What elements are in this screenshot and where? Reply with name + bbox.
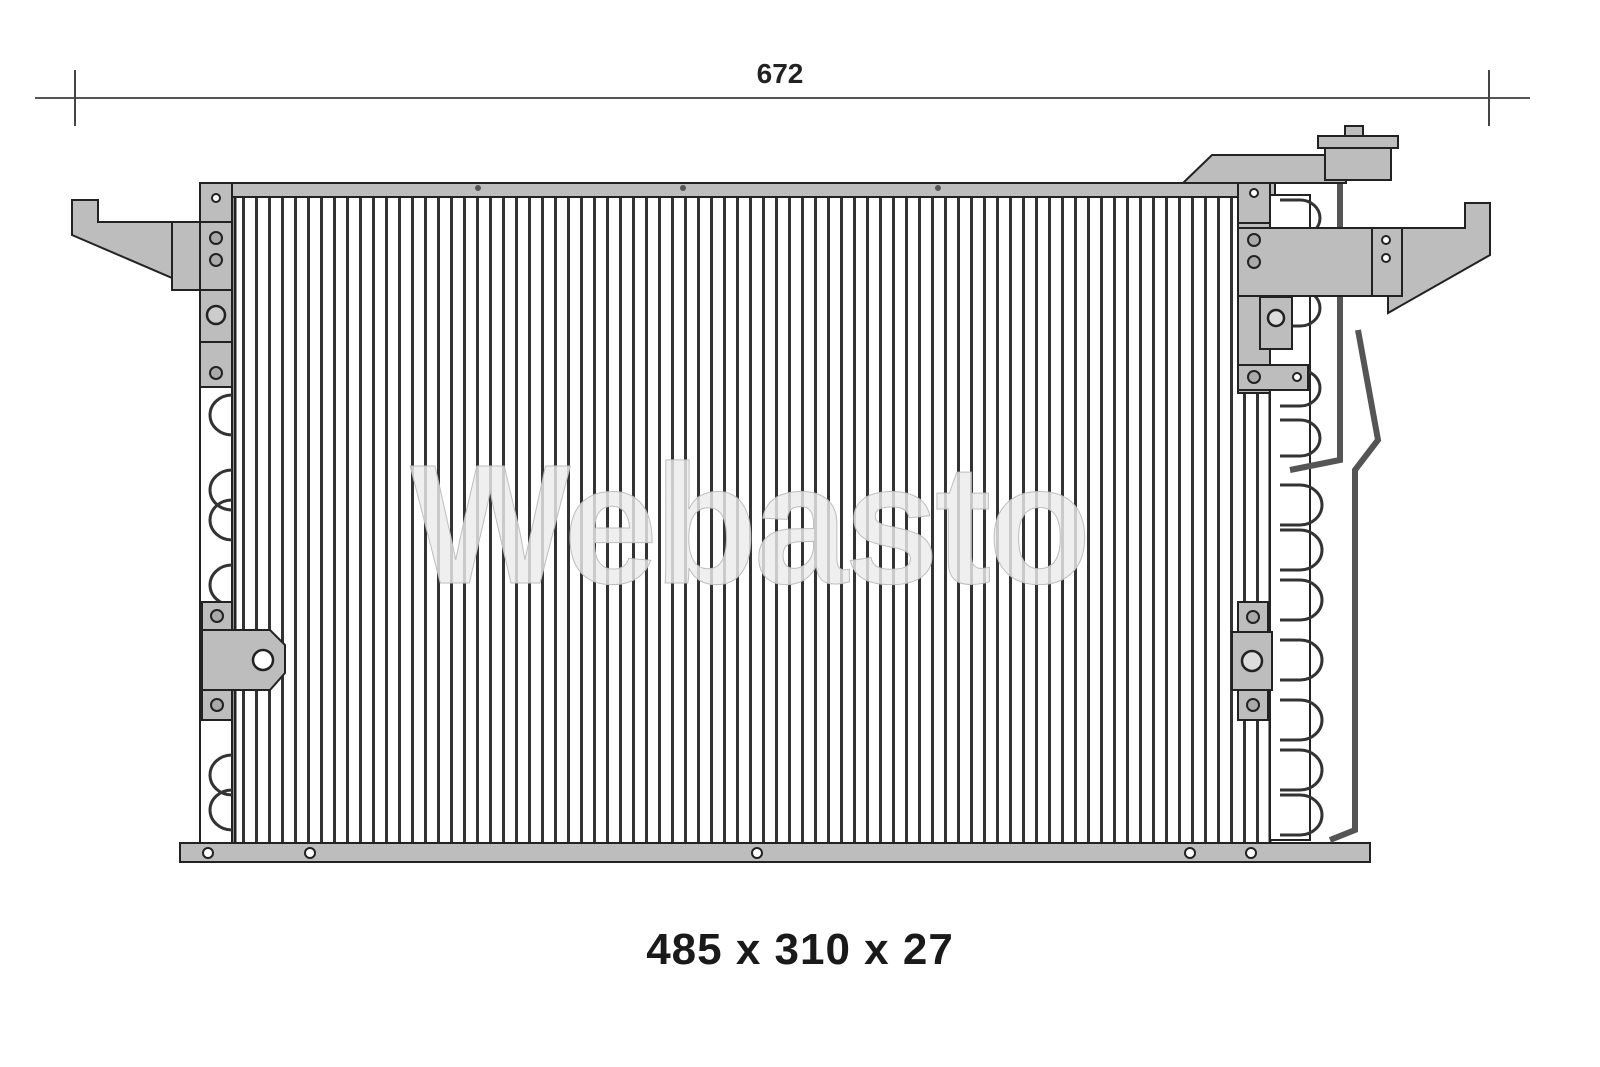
condenser-core — [233, 188, 1272, 847]
overall-width-dimension-line — [35, 70, 1530, 126]
core-dimensions-label: 485 x 310 x 27 — [646, 925, 954, 974]
overall-width-label: 672 — [756, 58, 804, 89]
right-mounting-bracket — [1180, 125, 1491, 394]
left-lower-mounting-tab — [201, 601, 286, 721]
left-mounting-bracket — [71, 182, 233, 388]
right-lower-mounting-tab — [1231, 601, 1273, 721]
brand-watermark: Webasto — [409, 430, 1091, 620]
bottom-rail — [179, 842, 1371, 863]
top-rail — [229, 182, 1276, 198]
